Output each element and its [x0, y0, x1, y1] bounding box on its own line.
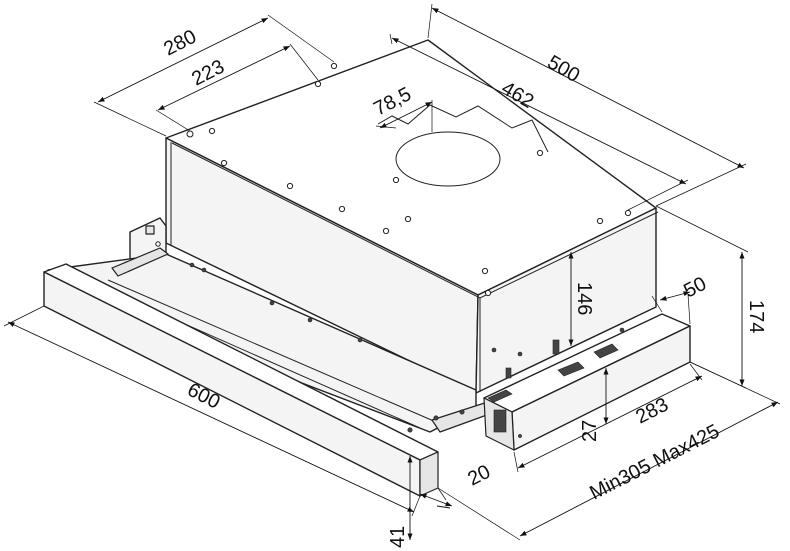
dim-27-label: 27 [579, 420, 601, 442]
dim-41: 41 [387, 456, 451, 548]
dim-50-label: 50 [680, 273, 710, 303]
dim-146-label: 146 [573, 282, 595, 315]
dim-146: 146 [568, 252, 595, 346]
dim-500-label: 500 [544, 51, 584, 87]
dim-20-label: 20 [464, 461, 494, 491]
dim-223-label: 223 [188, 56, 228, 91]
dim-41-label: 41 [387, 526, 409, 548]
dim-174-label: 174 [745, 300, 767, 333]
hood-right-face [475, 207, 657, 394]
dim-extension-range-label: Min305 Max425 [586, 420, 723, 504]
side-features [491, 327, 625, 379]
dim-280-label: 280 [160, 26, 200, 61]
dim-283-label: 283 [632, 394, 672, 429]
